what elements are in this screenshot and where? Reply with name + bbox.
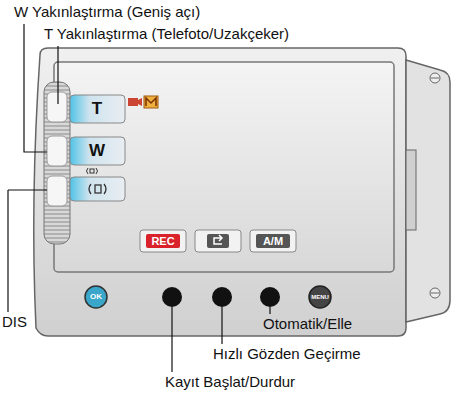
button-label: MENU [311, 294, 329, 301]
button-label: T [92, 100, 102, 119]
callout-label: T Yakınlaştırma (Telefoto/Uzakçeker) [44, 26, 289, 43]
callout-label: DIS [2, 314, 27, 331]
callout-label: Otomatik/Elle [263, 316, 352, 333]
callout-label: Hızlı Gözden Geçirme [213, 346, 361, 363]
button-label: OK [90, 293, 102, 302]
button-label: A/M [263, 235, 283, 247]
button-label: W [89, 142, 105, 161]
callout-label: Kayıt Başlat/Durdur [165, 374, 295, 391]
callout-label: W Yakınlaştırma (Geniş açı) [14, 4, 200, 21]
button-label: REC [151, 235, 174, 247]
